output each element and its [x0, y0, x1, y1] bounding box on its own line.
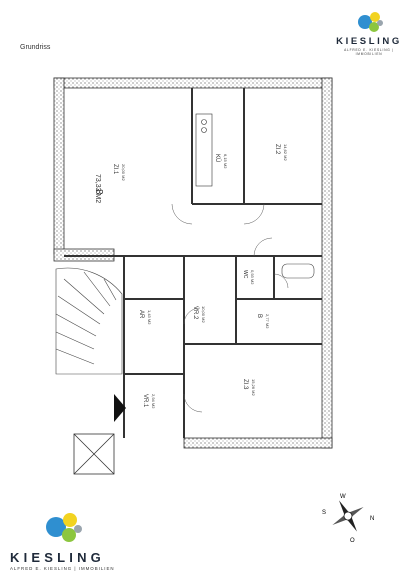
interior-walls: [64, 88, 322, 438]
compass-north: N: [370, 516, 374, 522]
room-ar-area: 1,43 M2: [147, 310, 152, 325]
room-ku-code: KÜ: [214, 154, 221, 162]
header-logo: KIESLING ALFRED E. KIESLING | IMMOBILIEN: [334, 10, 404, 56]
page-title: Grundriss: [20, 44, 51, 51]
logo-dots-icon: [358, 12, 383, 32]
door-swings: [171, 203, 289, 413]
room-zi1-area: 20,00 M2: [121, 164, 126, 181]
room-ar-code: AR: [138, 310, 144, 319]
room-vr2-code: VR.2: [192, 306, 198, 320]
brand-name: KIESLING: [336, 36, 402, 47]
compass-icon: W N S O: [322, 494, 374, 544]
room-zi3-area: 15,26 M2: [251, 379, 256, 396]
brand-tagline: ALFRED E. KIESLING | IMMOBILIEN: [344, 48, 394, 56]
elevator: [73, 433, 115, 475]
room-vr1-code: VR.1: [142, 394, 148, 408]
compass-east: O: [350, 538, 355, 544]
room-vr2-area: 10,00 M2: [201, 306, 206, 323]
room-zi2-code: ZI.2: [274, 144, 280, 155]
bathtub: [281, 263, 315, 279]
footer-logo: KIESLING ALFRED E. KIESLING | IMMOBILIEN: [10, 510, 114, 571]
room-b-area: 2,77 M2: [265, 314, 270, 329]
entry-arrow-icon: [114, 394, 126, 422]
compass-south: S: [322, 510, 326, 516]
footer-brand-tagline: ALFRED E. KIESLING | IMMOBILIEN: [10, 566, 115, 571]
staircase: [55, 267, 123, 375]
footer-brand-name: KIESLING: [10, 550, 105, 565]
total-area: 73,33 M2: [94, 174, 101, 203]
room-zi1-code: ZI.1: [112, 164, 118, 175]
kitchen-counter: [195, 113, 213, 187]
unit-number: 8: [93, 189, 104, 195]
room-b-code: B: [256, 314, 262, 318]
room-wc-area: 0,93 M2: [250, 270, 255, 285]
room-zi2-area: 14,62 M2: [283, 144, 288, 161]
floor-plan: 8 73,33 M2 ZI.1 20,00 M2 ZI.2 14,62 M2 K…: [53, 77, 333, 475]
footer-logo-dots-icon: [46, 513, 82, 542]
room-vr1-area: 2,94 M2: [151, 394, 156, 409]
room-ku-area: 6,15 M2: [223, 154, 228, 169]
room-zi3-code: ZI.3: [242, 379, 248, 390]
room-wc-code: WC: [242, 270, 248, 279]
compass-west: W: [340, 494, 346, 500]
